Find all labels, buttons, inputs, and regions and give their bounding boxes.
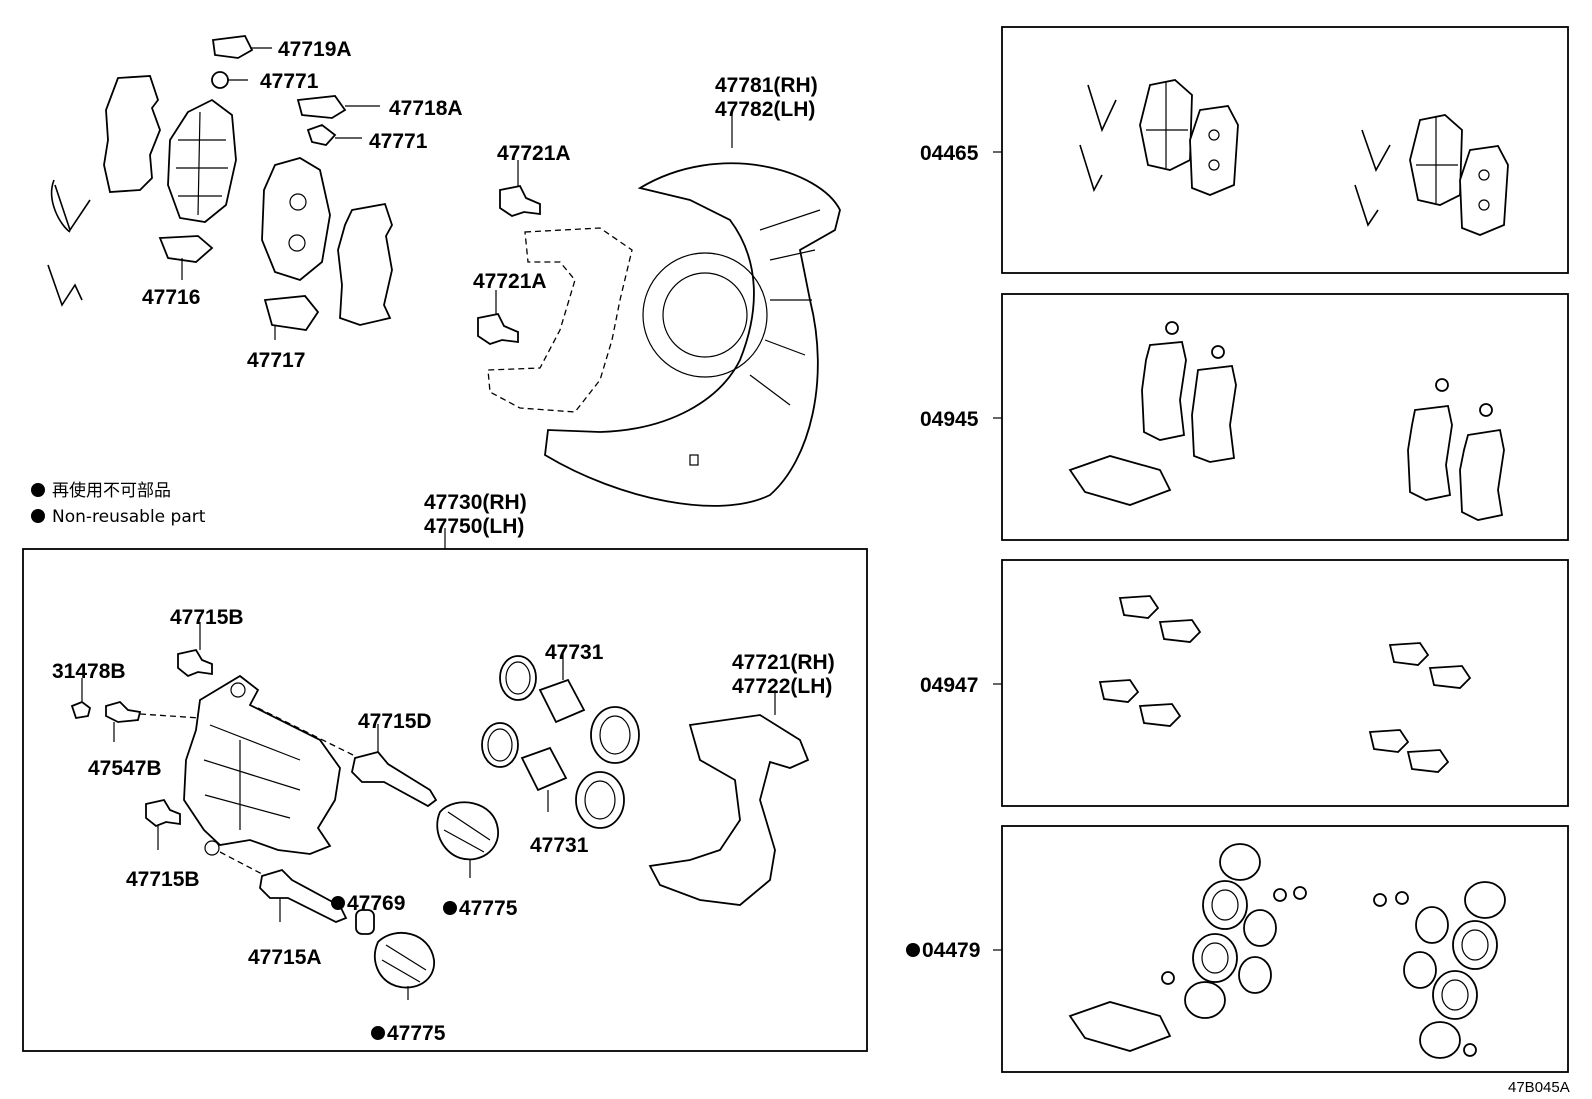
label-47719A: 47719A (278, 38, 352, 61)
label-47715D: 47715D (358, 710, 432, 733)
kit-box-04945 (993, 293, 1569, 541)
label-47775: 47775 (459, 897, 518, 920)
caliper-assembly-box (22, 528, 868, 1052)
label-47721A: 47721A (497, 142, 571, 165)
label-47715B: 47715B (126, 868, 200, 891)
label-47716: 47716 (142, 286, 200, 309)
label-47775: 47775 (387, 1022, 446, 1045)
label-47718A: 47718A (389, 97, 463, 120)
label-31478B: 31478B (52, 660, 126, 683)
figure-code: 47B045A (1508, 1079, 1570, 1096)
label-47721A: 47721A (473, 270, 547, 293)
label-47731: 47731 (530, 834, 589, 857)
label-47782-lh: 47782(LH) (715, 98, 815, 121)
kit-label-04465: 04465 (920, 142, 979, 165)
kit-box-04479 (906, 825, 1569, 1073)
label-47722-lh: 47722(LH) (732, 675, 832, 698)
kit-label-04945: 04945 (920, 408, 979, 431)
caliper-assembly-illustration (70, 622, 810, 1000)
label-47730-rh: 47730(RH) (424, 491, 527, 514)
label-47547B: 47547B (88, 757, 162, 780)
kit-label-04479: 04479 (922, 939, 980, 962)
kit-label-04947: 04947 (920, 674, 978, 697)
pad-group-illustration (47, 35, 393, 340)
label-47750-lh: 47750(LH) (424, 515, 524, 538)
label-47769: 47769 (347, 892, 405, 915)
label-47771: 47771 (369, 130, 428, 153)
label-47781-rh: 47781(RH) (715, 74, 818, 97)
label-47771: 47771 (260, 70, 319, 93)
kit-box-04947 (993, 559, 1569, 807)
label-47731: 47731 (545, 641, 604, 664)
label-47721-rh: 47721(RH) (732, 651, 835, 674)
label-47717: 47717 (247, 349, 305, 372)
label-47715A: 47715A (248, 946, 322, 969)
label-47715B: 47715B (170, 606, 244, 629)
part-number-labels: 47719A 47771 47718A 47771 47716 47717 47… (52, 38, 1570, 1096)
dust-cover-illustration (477, 112, 841, 507)
legend-japanese: 再使用不可部品 (52, 480, 171, 501)
legend-english: Non-reusable part (52, 507, 206, 527)
legend (31, 483, 45, 523)
kit-box-04465 (993, 26, 1569, 274)
